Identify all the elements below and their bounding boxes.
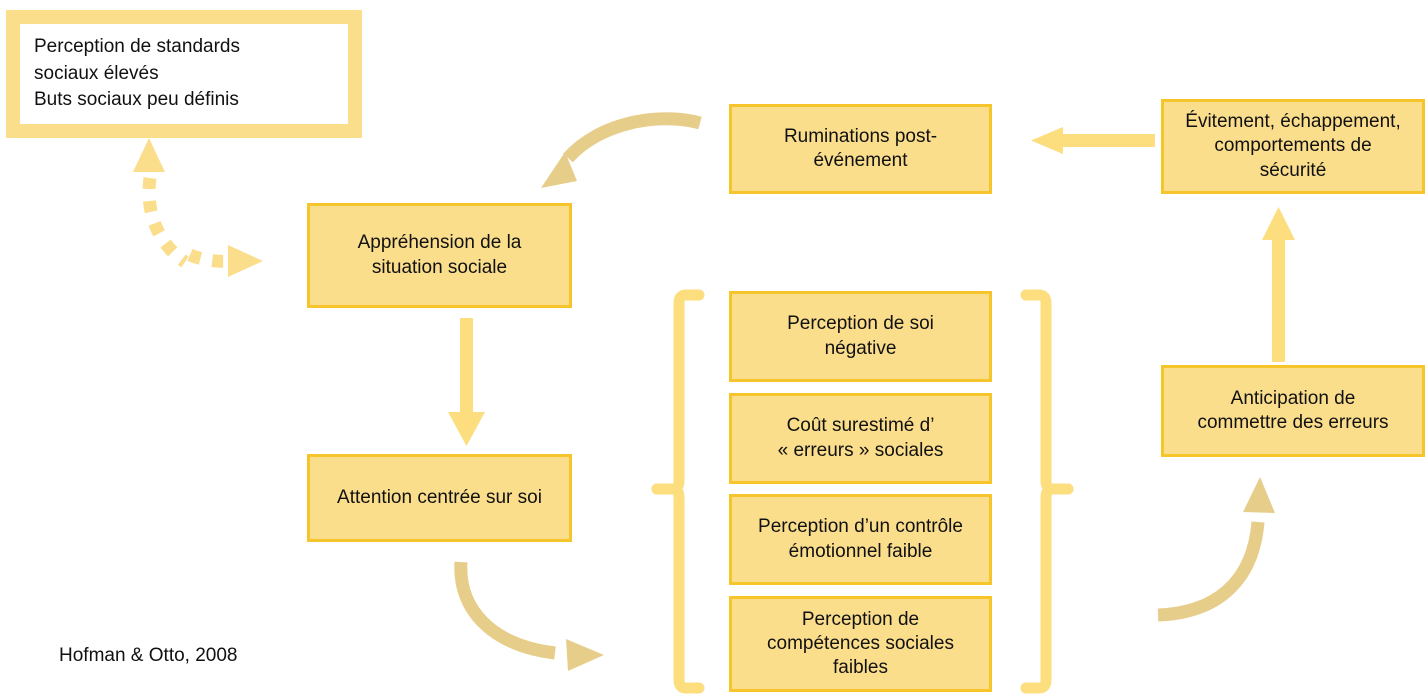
node-ruminations[interactable]: Ruminations post- événement xyxy=(729,104,992,194)
node-ruminations-line1: Ruminations post- xyxy=(783,125,938,147)
node-perception-standards-line2: sociaux élevés xyxy=(34,62,159,84)
node-perception-standards-line1: Perception de standards xyxy=(34,35,240,57)
arrow-apprehension-to-attention xyxy=(448,318,485,446)
node-ruminations-line2: événement xyxy=(813,150,908,171)
node-perception-de-soi-negative[interactable]: Perception de soi négative xyxy=(729,291,992,382)
node-anticipation-line2: commettre des erreurs xyxy=(1197,412,1389,433)
node-anticipation-line1: Anticipation de xyxy=(1230,387,1356,409)
curved-arrow-group-to-anticipation xyxy=(1157,477,1275,622)
node-competences-sociales-line1: Perception de xyxy=(801,608,920,630)
node-attention[interactable]: Attention centrée sur soi xyxy=(307,454,572,542)
node-evitement-line2: comportements de xyxy=(1214,135,1372,157)
bracket-right-icon xyxy=(1020,289,1074,694)
node-controle-emotionnel[interactable]: Perception d’un contrôle émotionnel faib… xyxy=(729,494,992,585)
node-apprehension-line2: situation sociale xyxy=(371,256,508,278)
node-attention-line1: Attention centrée sur soi xyxy=(337,486,542,508)
node-apprehension-line1: Appréhension de la xyxy=(357,232,522,254)
node-evitement-line3: sécurité xyxy=(1259,159,1327,181)
node-cout-surestime-line1: Coût surestimé d’ xyxy=(786,415,935,437)
node-evitement-line1: Évitement, échappement, xyxy=(1185,111,1401,133)
node-evitement[interactable]: Évitement, échappement, comportements de… xyxy=(1161,99,1425,194)
node-perception-de-soi-negative-line1: Perception de soi xyxy=(787,313,934,335)
node-controle-emotionnel-line1: Perception d’un contrôle xyxy=(758,516,963,538)
node-perception-standards-line3: Buts sociaux peu définis xyxy=(34,89,239,111)
arrow-anticipation-to-evitement xyxy=(1262,207,1295,362)
node-anticipation[interactable]: Anticipation de commettre des erreurs xyxy=(1161,365,1425,457)
node-cout-surestime[interactable]: Coût surestimé d’ « erreurs » sociales xyxy=(729,393,992,484)
arrow-evitement-to-ruminations xyxy=(1031,127,1155,154)
curved-arrow-attention-to-perception-group xyxy=(454,561,604,671)
curved-arrow-ruminations-to-apprehension xyxy=(541,112,702,188)
bracket-left-icon xyxy=(651,289,705,694)
node-controle-emotionnel-line2: émotionnel faible xyxy=(788,540,933,562)
node-perception-de-soi-negative-line2: négative xyxy=(824,337,897,359)
node-competences-sociales-line2: compétences sociales xyxy=(767,632,954,654)
dotted-double-arrow-standards-apprehension xyxy=(133,138,263,277)
citation-label: Hofman & Otto, 2008 xyxy=(59,645,238,666)
node-apprehension[interactable]: Appréhension de la situation sociale xyxy=(307,203,572,308)
node-competences-sociales-line3: faibles xyxy=(833,657,888,679)
node-perception-standards[interactable]: Perception de standards sociaux élevés B… xyxy=(6,10,362,138)
node-cout-surestime-line2: « erreurs » sociales xyxy=(777,439,944,461)
node-competences-sociales[interactable]: Perception de compétences sociales faibl… xyxy=(729,596,992,692)
